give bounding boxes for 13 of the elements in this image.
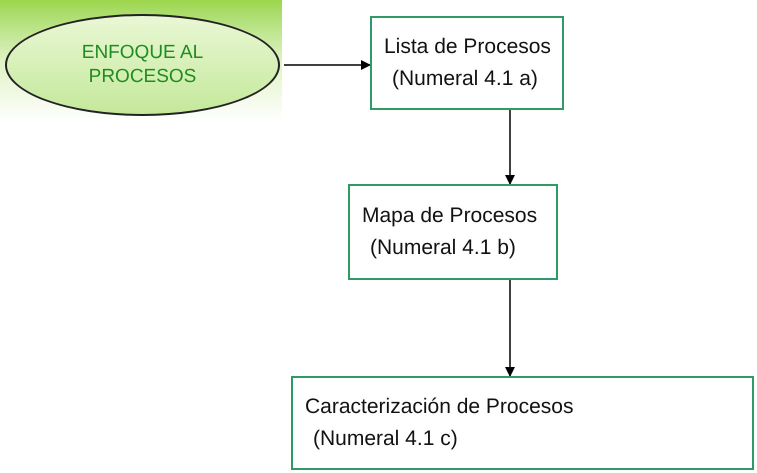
process-reference: (Numeral 4.1 c) [312, 426, 459, 452]
process-box [370, 16, 564, 110]
arrow [284, 60, 371, 70]
process-box [348, 184, 558, 280]
process-reference: (Numeral 4.1 a) [391, 66, 539, 92]
arrow [505, 280, 515, 377]
process-reference: (Numeral 4.1 b) [369, 235, 517, 261]
process-title: Caracterización de Procesos [305, 394, 574, 420]
process-title: Mapa de Procesos [362, 203, 538, 229]
node-label: ENFOQUE AL PROCESOS [80, 41, 204, 89]
arrow [505, 110, 515, 185]
process-box [291, 376, 754, 470]
process-title: Lista de Procesos [384, 34, 550, 60]
